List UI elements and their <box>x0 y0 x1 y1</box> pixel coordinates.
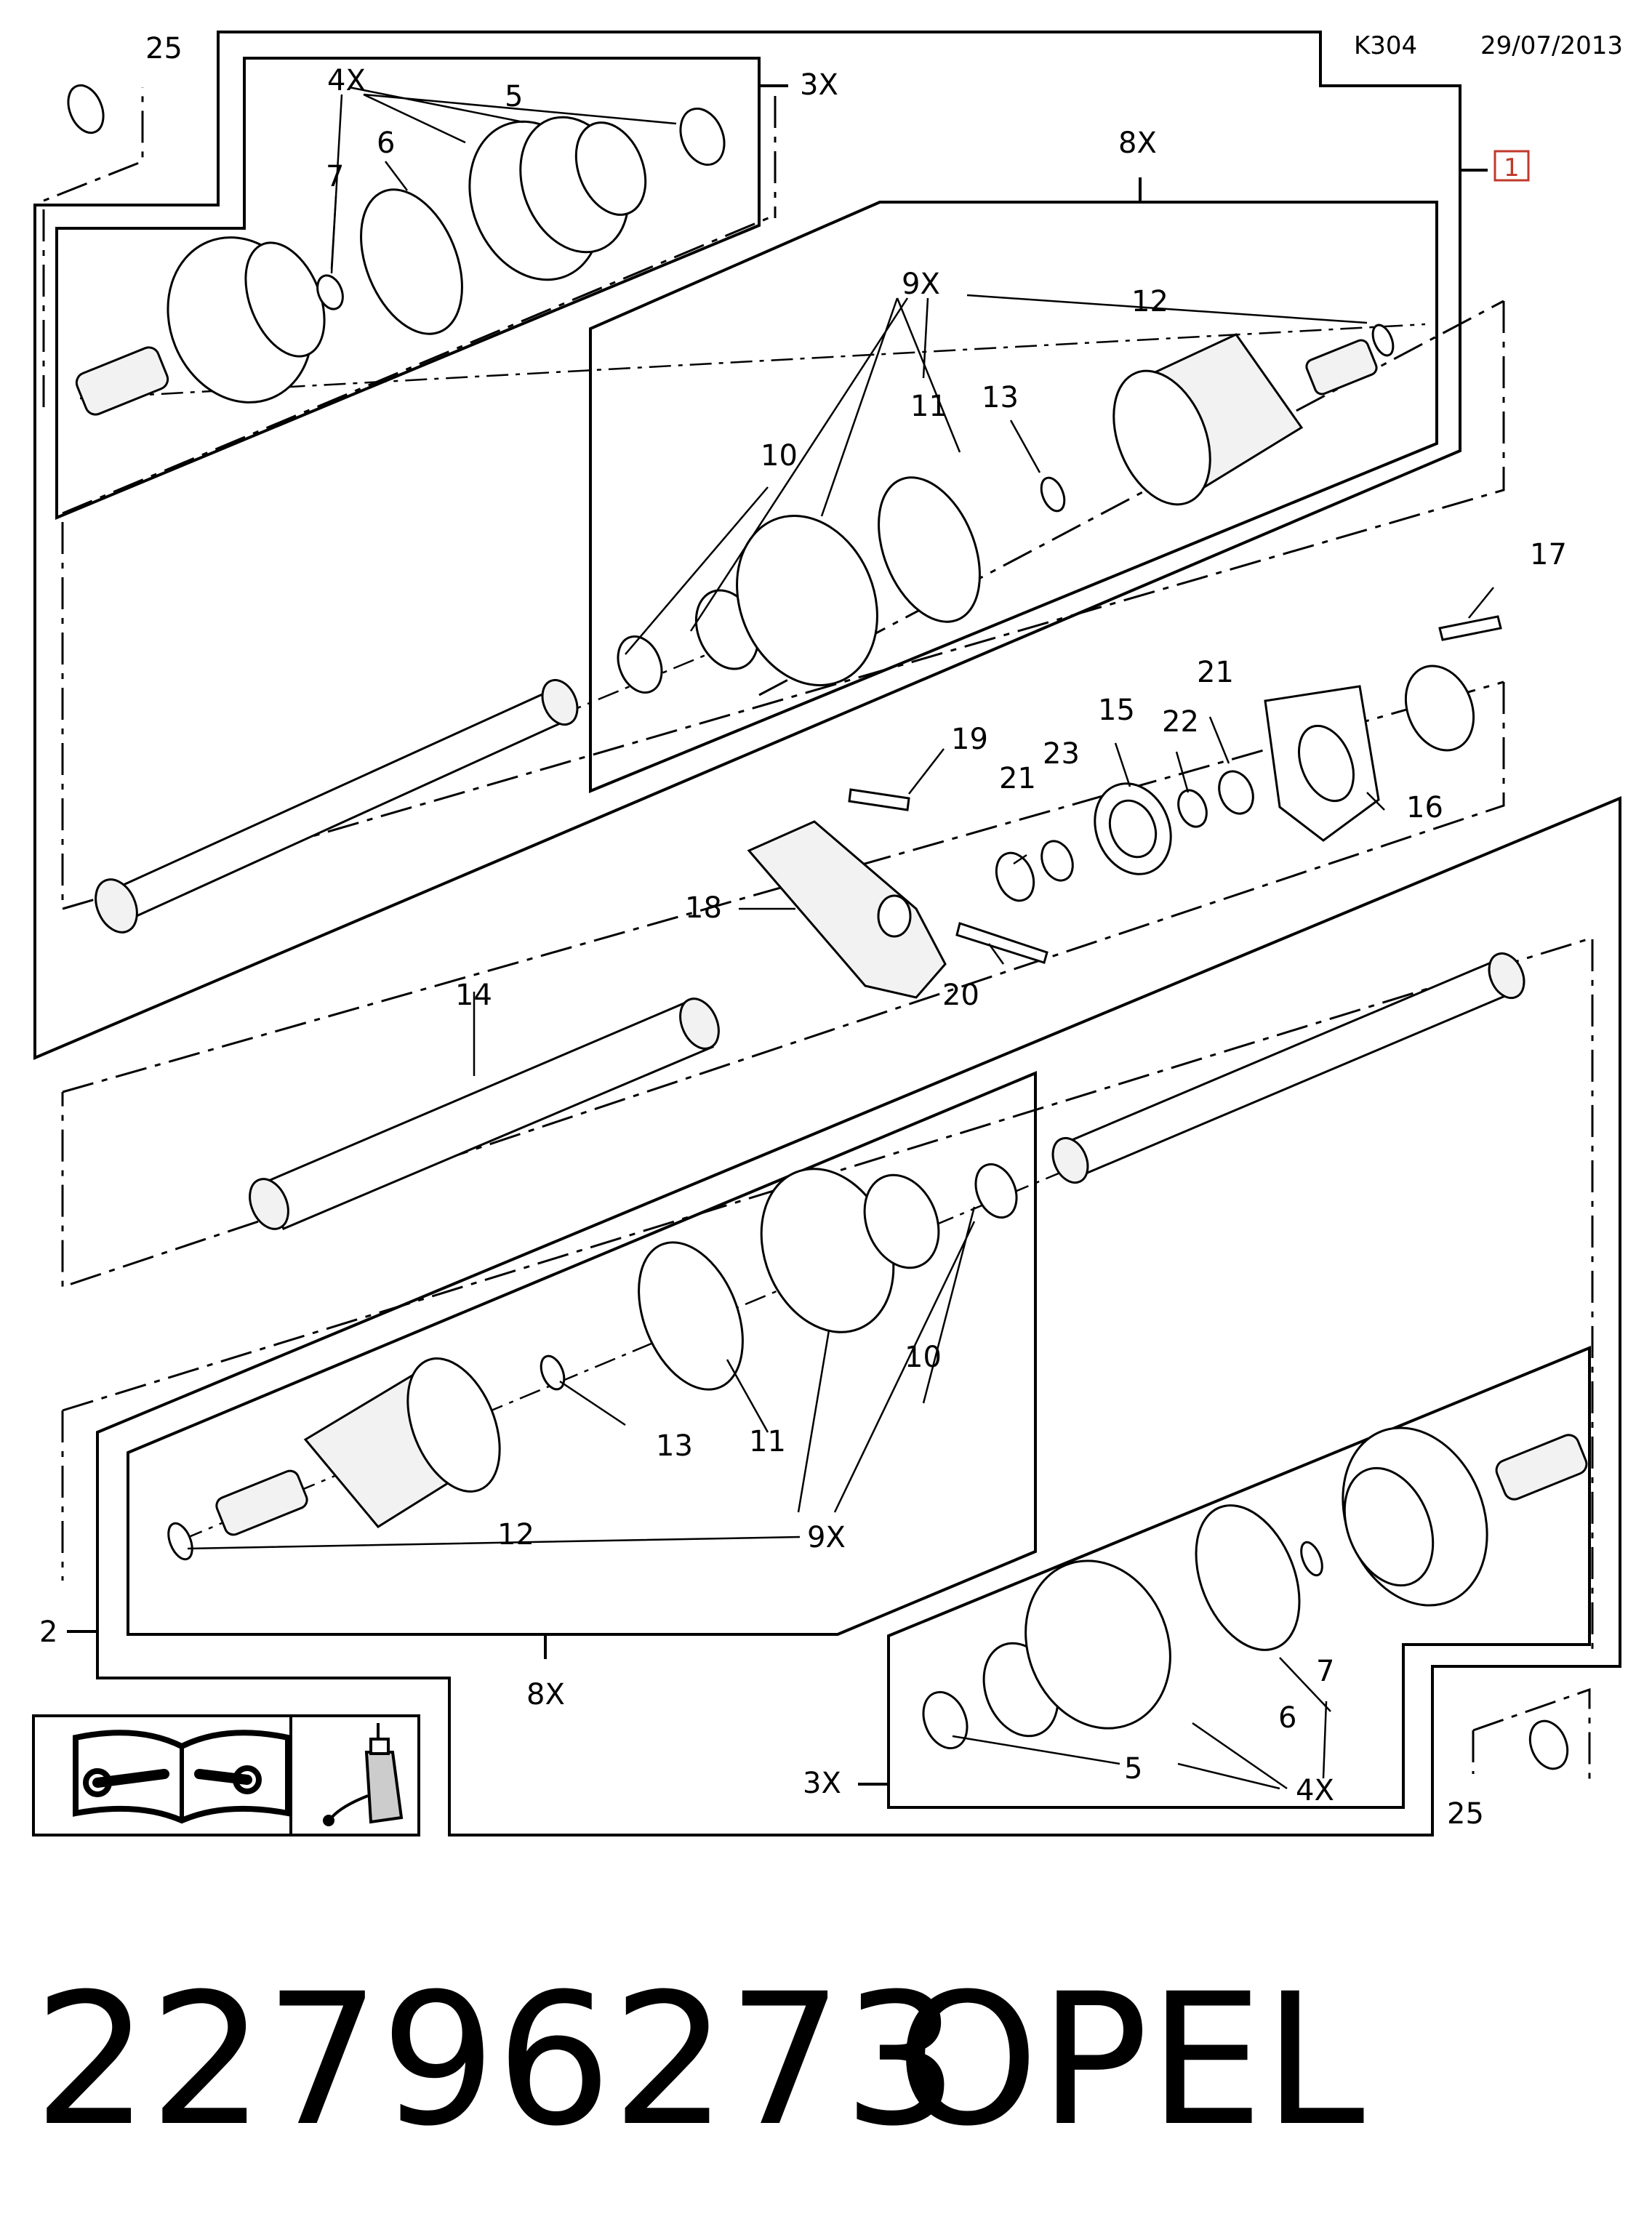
callout-8x-top: 8X <box>1118 127 1157 160</box>
outer-cv-joint-bottom <box>1342 1426 1588 1607</box>
callout-21-lower: 21 <box>999 762 1036 795</box>
callout-20: 20 <box>942 979 979 1012</box>
outer-cv-joint-top <box>75 236 326 416</box>
seal-16 <box>1404 665 1475 752</box>
group-frame-8x-top <box>589 201 1438 793</box>
callout-4x-top: 4X <box>327 64 366 97</box>
callout-17: 17 <box>1530 538 1567 571</box>
callout-7-top: 7 <box>326 160 344 193</box>
ring-23 <box>1040 840 1074 882</box>
tripod-housing-bottom <box>215 1357 501 1536</box>
boot-top-left <box>468 116 647 281</box>
callout-10-top: 10 <box>761 439 798 473</box>
callout-19: 19 <box>951 723 988 756</box>
callout-4x-bottom: 4X <box>1296 1774 1334 1807</box>
callout-9x-bottom: 9X <box>807 1521 846 1554</box>
clamp-11-bottom <box>638 1241 744 1391</box>
half-shaft-top <box>95 678 579 934</box>
clamp-10-bottom <box>974 1163 1018 1219</box>
clamp-5-bottom <box>922 1690 969 1750</box>
callout-3x-bottom: 3X <box>803 1767 841 1800</box>
callout-6-bottom: 6 <box>1278 1701 1296 1735</box>
circlip-21-lower <box>995 851 1035 902</box>
part-number: 22796273 <box>33 1954 958 2166</box>
callout-2: 2 <box>39 1615 57 1649</box>
reference-box <box>1493 150 1530 182</box>
callout-10-bottom: 10 <box>905 1341 942 1374</box>
tripod-housing-top <box>1112 333 1378 506</box>
callout-13-top: 13 <box>982 381 1019 414</box>
clamp-11-top <box>878 476 981 623</box>
callout-23: 23 <box>1043 737 1080 771</box>
boot-bottom-right <box>982 1559 1171 1738</box>
callout-12-bottom: 12 <box>497 1518 534 1551</box>
group-frame-8x-bottom <box>127 1070 1037 1636</box>
callout-21-upper: 21 <box>1197 656 1234 689</box>
circlip-21-upper <box>1218 770 1254 815</box>
clamp-10-top <box>617 635 663 694</box>
ring-22 <box>1177 789 1208 828</box>
callout-11-top: 11 <box>910 390 947 423</box>
bolt-20 <box>955 922 1048 964</box>
circlip-25-top <box>67 84 105 135</box>
callout-6-top: 6 <box>377 127 395 160</box>
boot-10-top <box>694 515 878 686</box>
diagram-code: K304 <box>1354 31 1417 60</box>
callout-11-bottom: 11 <box>749 1425 786 1458</box>
reference-box-label: 1 <box>1504 153 1520 182</box>
circlip-12-top <box>1371 324 1395 357</box>
callout-15: 15 <box>1098 694 1135 727</box>
circlip-13-bottom <box>540 1354 566 1391</box>
circlip-7-top <box>316 274 344 310</box>
circlip-13-top <box>1040 476 1066 513</box>
clamp-5-top <box>679 107 726 166</box>
callout-5-bottom: 5 <box>1124 1752 1142 1786</box>
grease-tube-icon <box>323 1723 404 1826</box>
boot-10-bottom <box>760 1168 940 1333</box>
callout-5-top: 5 <box>505 80 523 113</box>
callout-9x-top: 9X <box>902 268 940 301</box>
callout-labels: 25 4X 5 3X 6 7 8X 9X 12 11 13 10 17 21 1… <box>39 32 1567 1831</box>
group-frame-1 <box>33 31 1461 1061</box>
callout-3x-top: 3X <box>800 68 838 102</box>
group-frame-2 <box>96 796 1621 1836</box>
circlip-7-bottom <box>1300 1541 1323 1577</box>
callout-12-top: 12 <box>1131 285 1168 318</box>
callout-7-bottom: 7 <box>1316 1655 1334 1688</box>
half-shaft-right <box>1051 952 1525 1184</box>
group-frame-3x-bottom <box>887 1346 1591 1809</box>
callout-22: 22 <box>1162 705 1199 739</box>
callout-8x-bottom: 8X <box>526 1678 565 1711</box>
circlip-12-bottom <box>167 1522 193 1561</box>
bolt-19 <box>848 788 910 811</box>
bolt-17 <box>1438 615 1502 641</box>
callout-25-top: 25 <box>145 32 183 65</box>
repair-manual-icon <box>73 1730 291 1824</box>
callout-14: 14 <box>455 979 492 1012</box>
bearing-bracket-18 <box>747 820 947 999</box>
clamp-6-top <box>360 188 463 335</box>
leader-lines <box>187 86 1494 1790</box>
alignment-line-top <box>42 87 144 407</box>
clamp-6-bottom <box>1195 1504 1301 1651</box>
callout-18: 18 <box>685 891 722 925</box>
callout-25-bottom: 25 <box>1447 1797 1484 1831</box>
group-frame-3x-top <box>55 57 761 520</box>
callout-13-bottom: 13 <box>656 1429 693 1463</box>
diagram-date: 29/07/2013 <box>1480 31 1623 60</box>
brand-name: OPEL <box>896 1954 1365 2166</box>
intermediate-shaft-14 <box>249 997 720 1230</box>
circlip-25-bottom <box>1528 1719 1569 1770</box>
legend-icon-box <box>32 1714 420 1836</box>
callout-16: 16 <box>1406 791 1443 824</box>
